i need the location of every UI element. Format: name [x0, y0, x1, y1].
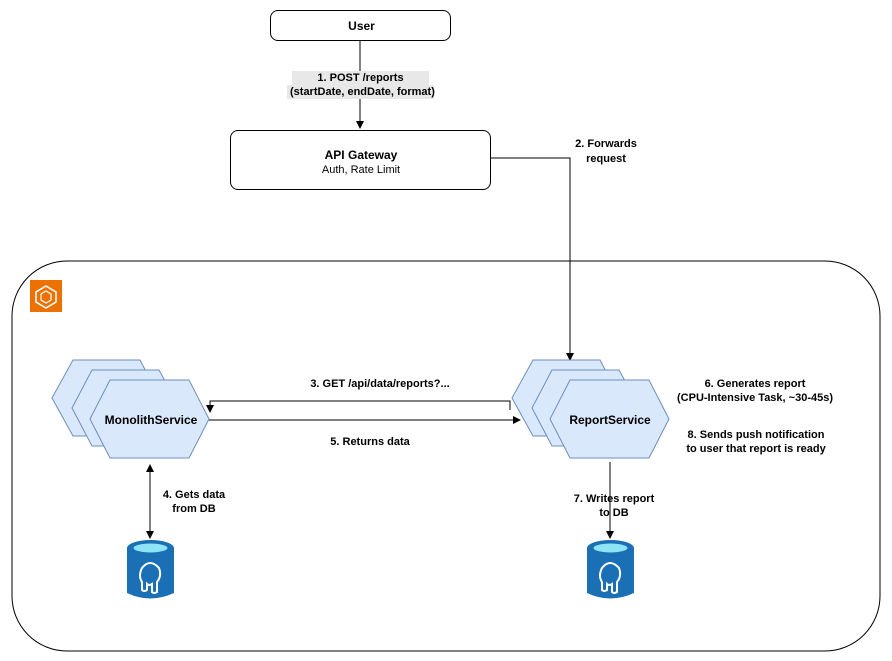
user-node[interactable]: User: [270, 10, 451, 41]
edge-label-gets-db-1: 4. Gets data: [162, 489, 226, 501]
report-service-node[interactable]: [511, 359, 670, 459]
monolith-service-label: MonolithService: [104, 413, 198, 427]
edge-label-returns-data: 5. Returns data: [330, 436, 410, 448]
edge-label-post-params: (startDate, endDate, format): [287, 85, 435, 99]
gateway-title: API Gateway: [324, 148, 398, 162]
user-label: User: [348, 19, 375, 33]
edge-label-writes-2: to DB: [599, 507, 629, 519]
edge-label-gets-db-2: from DB: [172, 503, 216, 515]
edge-label-forwards-1: 2. Forwards: [575, 138, 637, 150]
note-generates-1: 6. Generates report: [704, 378, 806, 390]
note-generates-2: (CPU-Intensive Task, ~30-45s): [677, 392, 833, 404]
edge-report-to-monolith: [206, 400, 511, 413]
note-push-1: 8. Sends push notification: [687, 429, 825, 441]
edge-label-get-data: 3. GET /api/data/reports?...: [310, 378, 450, 390]
edge-label-post-reports: 1. POST /reports: [292, 71, 429, 85]
api-gateway-node[interactable]: API Gateway Auth, Rate Limit: [230, 130, 491, 190]
gateway-subtitle: Auth, Rate Limit: [321, 164, 401, 176]
ecs-container-icon: [30, 280, 62, 312]
note-push-2: to user that report is ready: [686, 443, 826, 455]
report-service-label: ReportService: [569, 413, 651, 427]
postgresql-database-icon: [587, 540, 634, 599]
edge-label-forwards-2: request: [586, 153, 626, 165]
monolith-service-node[interactable]: [51, 359, 210, 459]
edge-gateway-to-report: [490, 157, 574, 361]
postgresql-database-icon: [127, 540, 174, 599]
edge-label-writes-1: 7. Writes report: [573, 493, 655, 505]
service-cluster-boundary: [11, 260, 881, 652]
